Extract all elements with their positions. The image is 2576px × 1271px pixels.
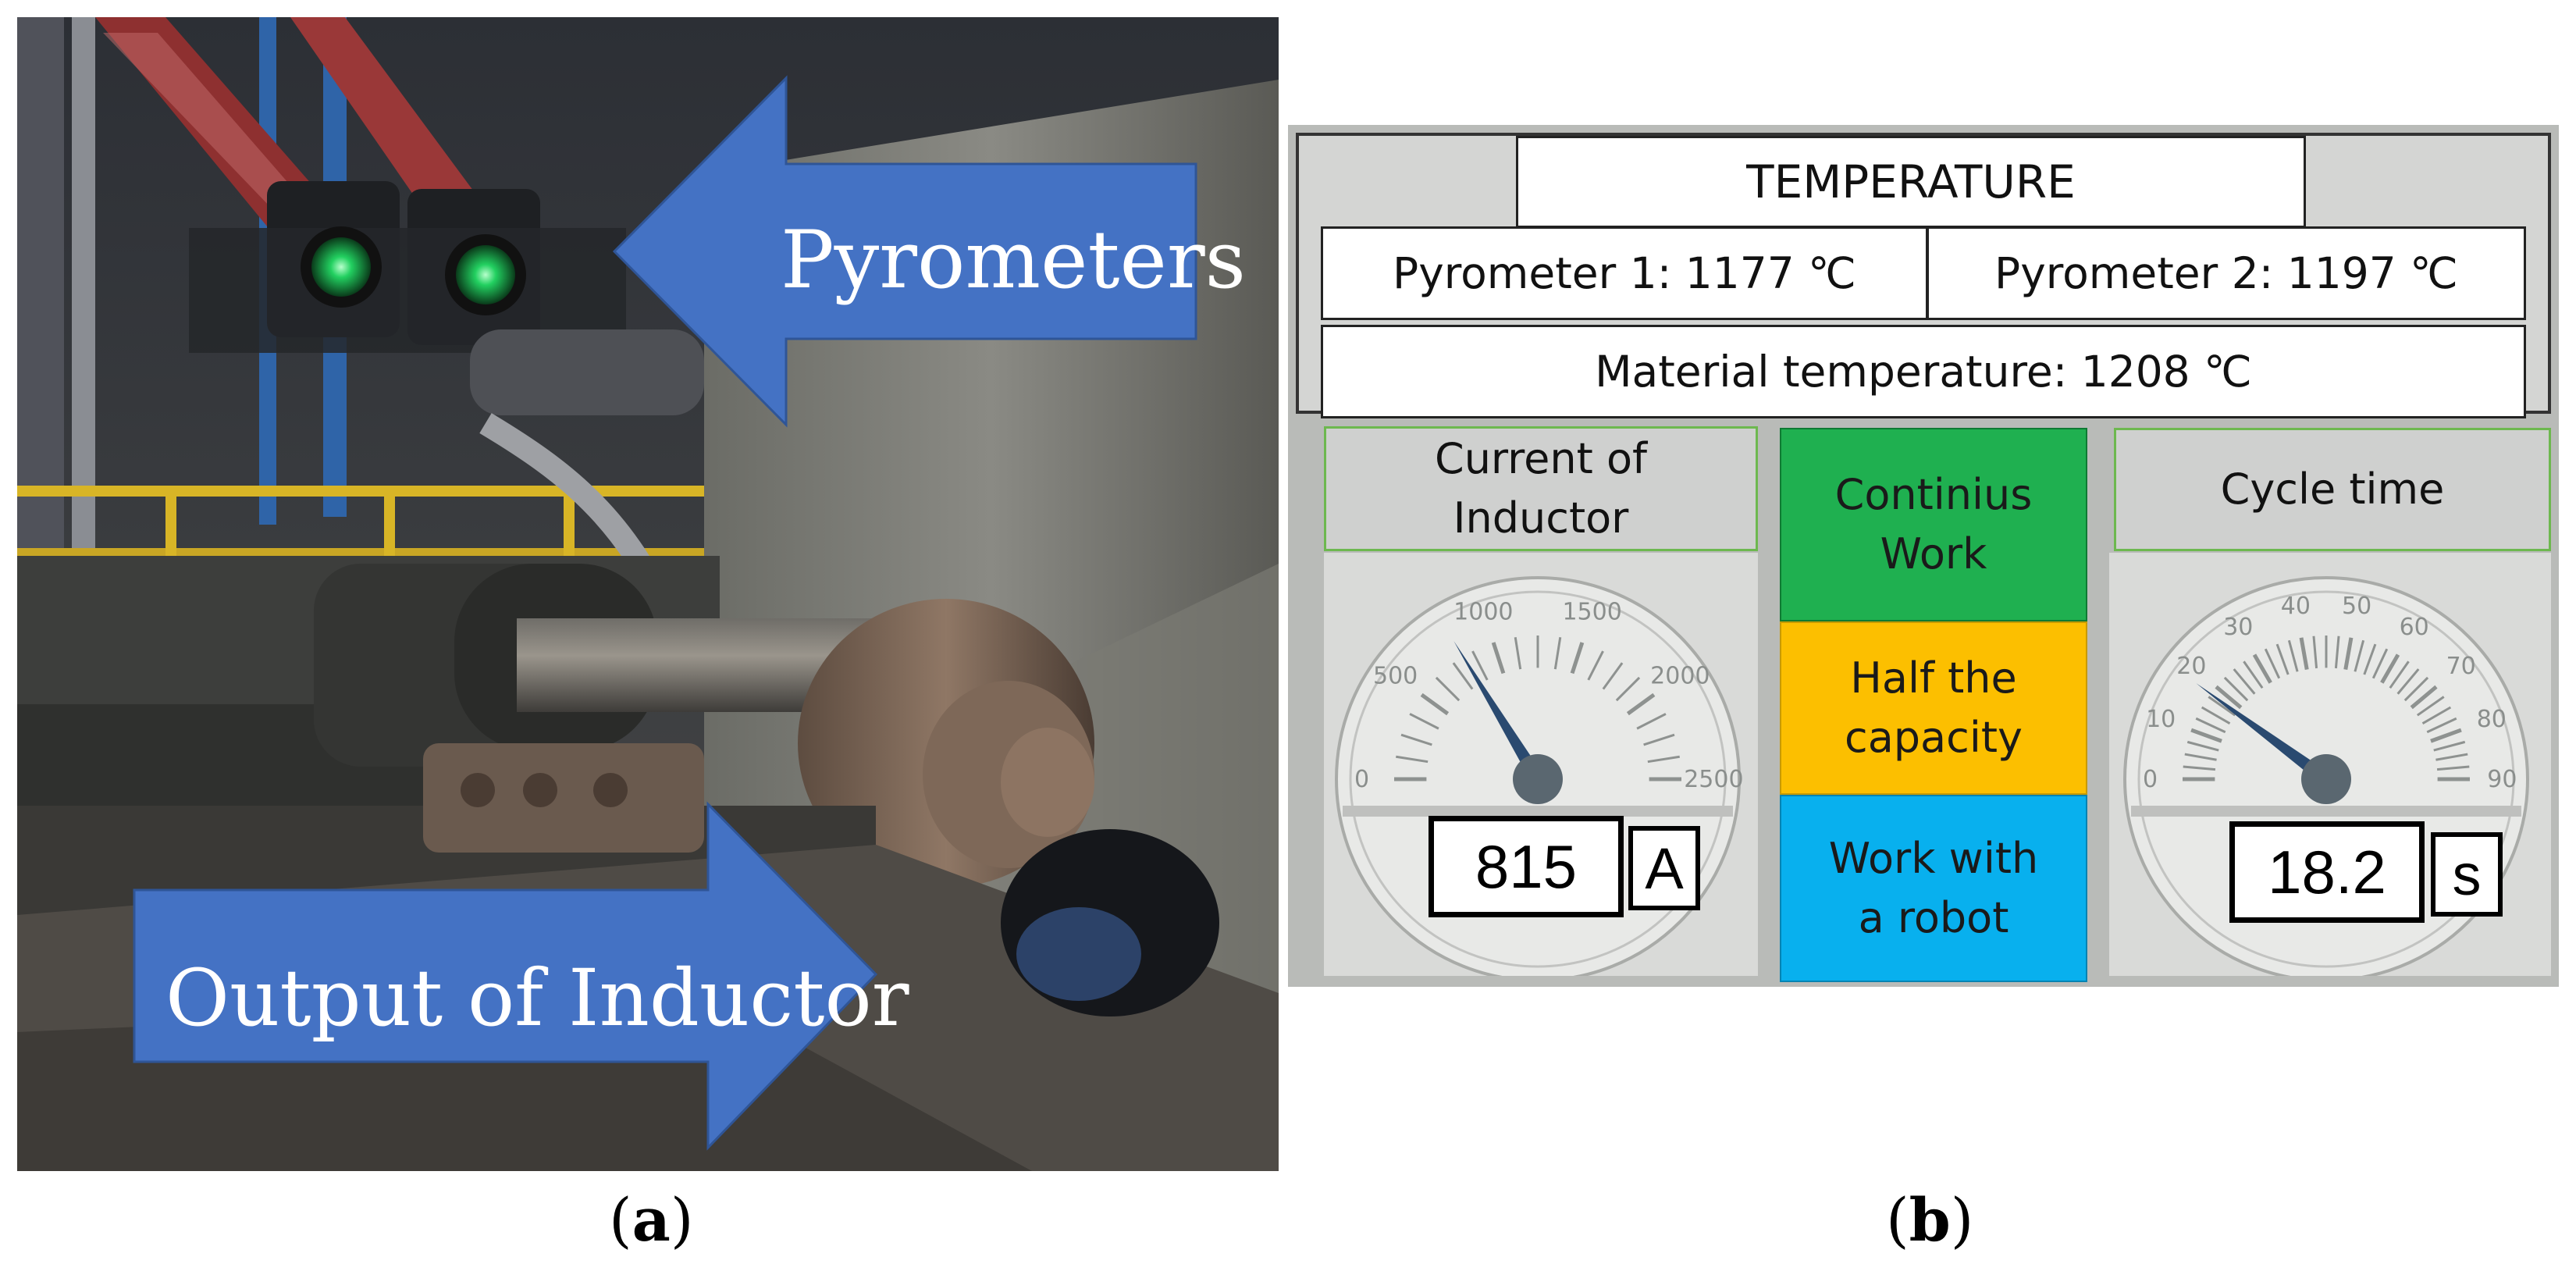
cycle-gauge-tick [2343, 637, 2354, 671]
cycle-gauge-tick [2183, 765, 2216, 771]
cycle-gauge-tick [2435, 753, 2468, 761]
cycle-gauge-tick [2312, 636, 2318, 669]
cycle-gauge-tick [2233, 668, 2256, 695]
cycle-gauge-tick [2433, 740, 2466, 752]
cycle-gauge-tick-label: 10 [2146, 706, 2176, 733]
current-gauge-tick [1626, 692, 1656, 716]
cycle-gauge-tick-label: 90 [2487, 766, 2517, 793]
cycle-gauge-tick [2410, 685, 2438, 710]
current-gauge-tick-label: 1500 [1562, 599, 1621, 626]
cycle-gauge-tick-label: 80 [2477, 706, 2507, 733]
cycle-time-unit: s [2431, 832, 2503, 917]
current-gauge-hub [1513, 754, 1563, 804]
factory-photo [17, 17, 1279, 1171]
cycle-gauge-hub [2301, 754, 2351, 804]
cycle-gauge-tick [2201, 706, 2231, 725]
current-gauge-tick [1602, 662, 1624, 690]
continuous-work-button[interactable]: Continius Work [1780, 428, 2087, 621]
cycle-gauge-tick-label: 60 [2400, 614, 2429, 641]
cycle-gauge-tick [2215, 685, 2243, 710]
cycle-gauge-needle [2196, 683, 2331, 785]
output-arrow [133, 801, 878, 1151]
cycle-gauge-tick [2184, 753, 2217, 761]
current-gauge-tick [1491, 642, 1506, 675]
cycle-gauge-tick [2403, 676, 2429, 702]
cycle-gauge-tick-label: 70 [2446, 653, 2476, 680]
current-gauge-inner-ring [1349, 590, 1727, 968]
cycle-gauge-tick [2243, 660, 2264, 689]
current-readout: 815 [1429, 816, 1624, 917]
cycle-gauge-tick-label: 20 [2176, 653, 2206, 680]
cycle-gauge-tick [2426, 717, 2457, 734]
current-gauge-tick [1643, 733, 1675, 746]
cycle-gauge-tick [2430, 728, 2462, 743]
cycle-gauge-tick-label: 40 [2281, 593, 2311, 620]
hmi-panel-b: TEMPERATURE Pyrometer 1: 1177 ℃ Pyromete… [1288, 125, 2559, 987]
current-gauge-tick [1647, 755, 1680, 764]
cycle-gauge-tick [2195, 717, 2226, 734]
cycle-gauge-tick [2371, 648, 2389, 679]
pyrometer1-reading: Pyrometer 1: 1177 ℃ [1321, 226, 1928, 320]
current-gauge-tick [1615, 676, 1641, 702]
current-gauge-tick-label: 0 [1354, 766, 1369, 793]
work-with-robot-button[interactable]: Work with a robot [1780, 795, 2087, 982]
photo-panel-a: Pyrometers Output of Inductor [17, 17, 1279, 1171]
current-gauge-tick [1409, 713, 1439, 730]
cycle-gauge-tick-label: 30 [2223, 614, 2253, 641]
current-gauge-tick-label: 500 [1373, 663, 1418, 690]
current-gauge-tick [1400, 733, 1432, 746]
cycle-gauge-tick [2275, 643, 2290, 675]
current-gauge-tick [1471, 650, 1489, 681]
half-capacity-button[interactable]: Half the capacity [1780, 621, 2087, 795]
current-gauge-tick [1435, 676, 1461, 702]
current-unit: A [1628, 826, 1700, 910]
cycle-gauge-tick [2380, 653, 2400, 684]
current-gauge-tick [1514, 637, 1522, 670]
current-gauge-tick [1570, 642, 1585, 675]
cycle-time-title: Cycle time [2114, 428, 2551, 551]
current-gauge-band [1343, 806, 1733, 817]
cycle-gauge-tick-label: 0 [2143, 766, 2158, 793]
current-gauge-tick-label: 1000 [1453, 599, 1513, 626]
material-temperature-reading: Material temperature: 1208 ℃ [1321, 325, 2526, 418]
cycle-gauge-tick [2264, 648, 2281, 679]
cycle-gauge-tick-label: 50 [2342, 593, 2371, 620]
caption-b: (b) [1886, 1185, 1974, 1255]
cycle-gauge-tick [2416, 696, 2445, 717]
current-gauge-tick [1553, 637, 1562, 670]
current-gauge-tick [1396, 755, 1429, 764]
cycle-gauge-tick [2389, 660, 2410, 689]
current-gauge-tick [1452, 662, 1474, 690]
cycle-gauge-tick [2334, 636, 2340, 669]
current-title: Current of Inductor [1324, 426, 1758, 551]
cycle-gauge-tick [2421, 706, 2452, 725]
cycle-gauge-tick [2299, 637, 2309, 671]
cycle-gauge-tick [2208, 696, 2236, 717]
cycle-gauge-tick [2190, 728, 2222, 743]
current-gauge-tick [1636, 713, 1667, 730]
output-arrow-label: Output of Inductor [165, 952, 909, 1044]
cycle-time-readout: 18.2 [2229, 821, 2425, 923]
cycle-gauge-tick [2223, 676, 2249, 702]
caption-a: (a) [609, 1185, 694, 1255]
cycle-gauge-tick [2287, 639, 2299, 672]
pyrometers-arrow-label: Pyrometers [781, 214, 1246, 307]
temperature-header: TEMPERATURE [1516, 136, 2306, 228]
current-gauge-tick [1420, 692, 1450, 716]
pyrometers-arrow [612, 75, 1197, 428]
cycle-gauge-tick [2396, 668, 2420, 695]
current-gauge-tick-label: 2500 [1684, 766, 1743, 793]
cycle-gauge-tick [2363, 643, 2377, 675]
cycle-gauge-inner-ring [2137, 590, 2515, 968]
cycle-gauge-tick [2252, 653, 2272, 684]
pyrometer2-reading: Pyrometer 2: 1197 ℃ [1927, 226, 2526, 320]
cycle-gauge-tick [2436, 765, 2470, 771]
cycle-gauge-tick [2354, 639, 2365, 672]
cycle-gauge-band [2131, 806, 2521, 817]
current-gauge-needle [1453, 641, 1544, 783]
current-gauge-tick [1587, 650, 1604, 681]
cycle-gauge-tick [2186, 740, 2219, 752]
current-gauge-tick-label: 2000 [1650, 663, 1710, 690]
